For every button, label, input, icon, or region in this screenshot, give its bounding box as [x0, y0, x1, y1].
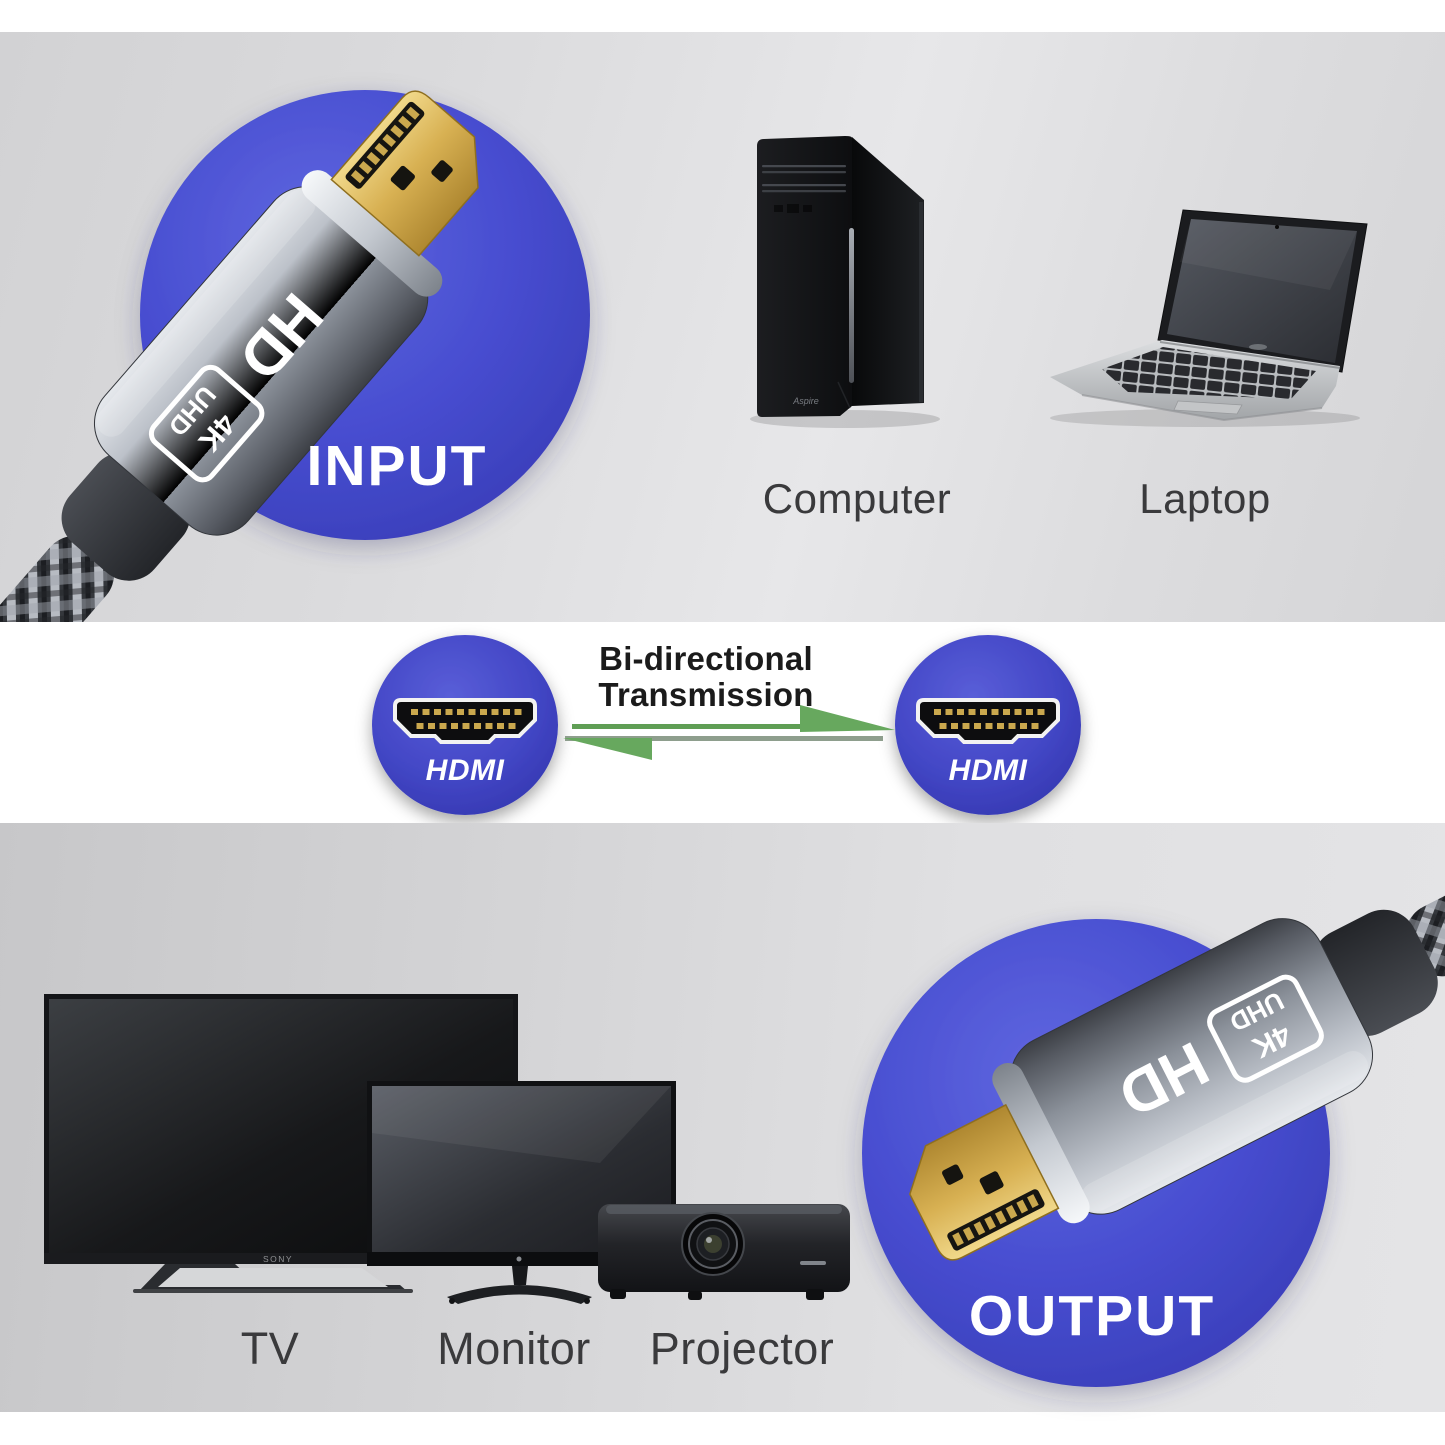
heading-line-2: Transmission	[598, 675, 814, 713]
transmission-heading: Bi-directional Transmission	[536, 641, 876, 712]
monitor-label: Monitor	[437, 1323, 591, 1374]
top-section-background	[0, 32, 1445, 622]
heading-line-1: Bi-directional	[599, 640, 813, 677]
tv-label: TV	[240, 1323, 300, 1374]
computer-label: Computer	[762, 475, 952, 522]
middle-section-background	[0, 622, 1445, 823]
output-label: OUTPUT	[968, 1284, 1216, 1348]
input-label: INPUT	[306, 434, 488, 498]
laptop-label: Laptop	[1139, 475, 1271, 522]
projector-label: Projector	[649, 1323, 835, 1374]
